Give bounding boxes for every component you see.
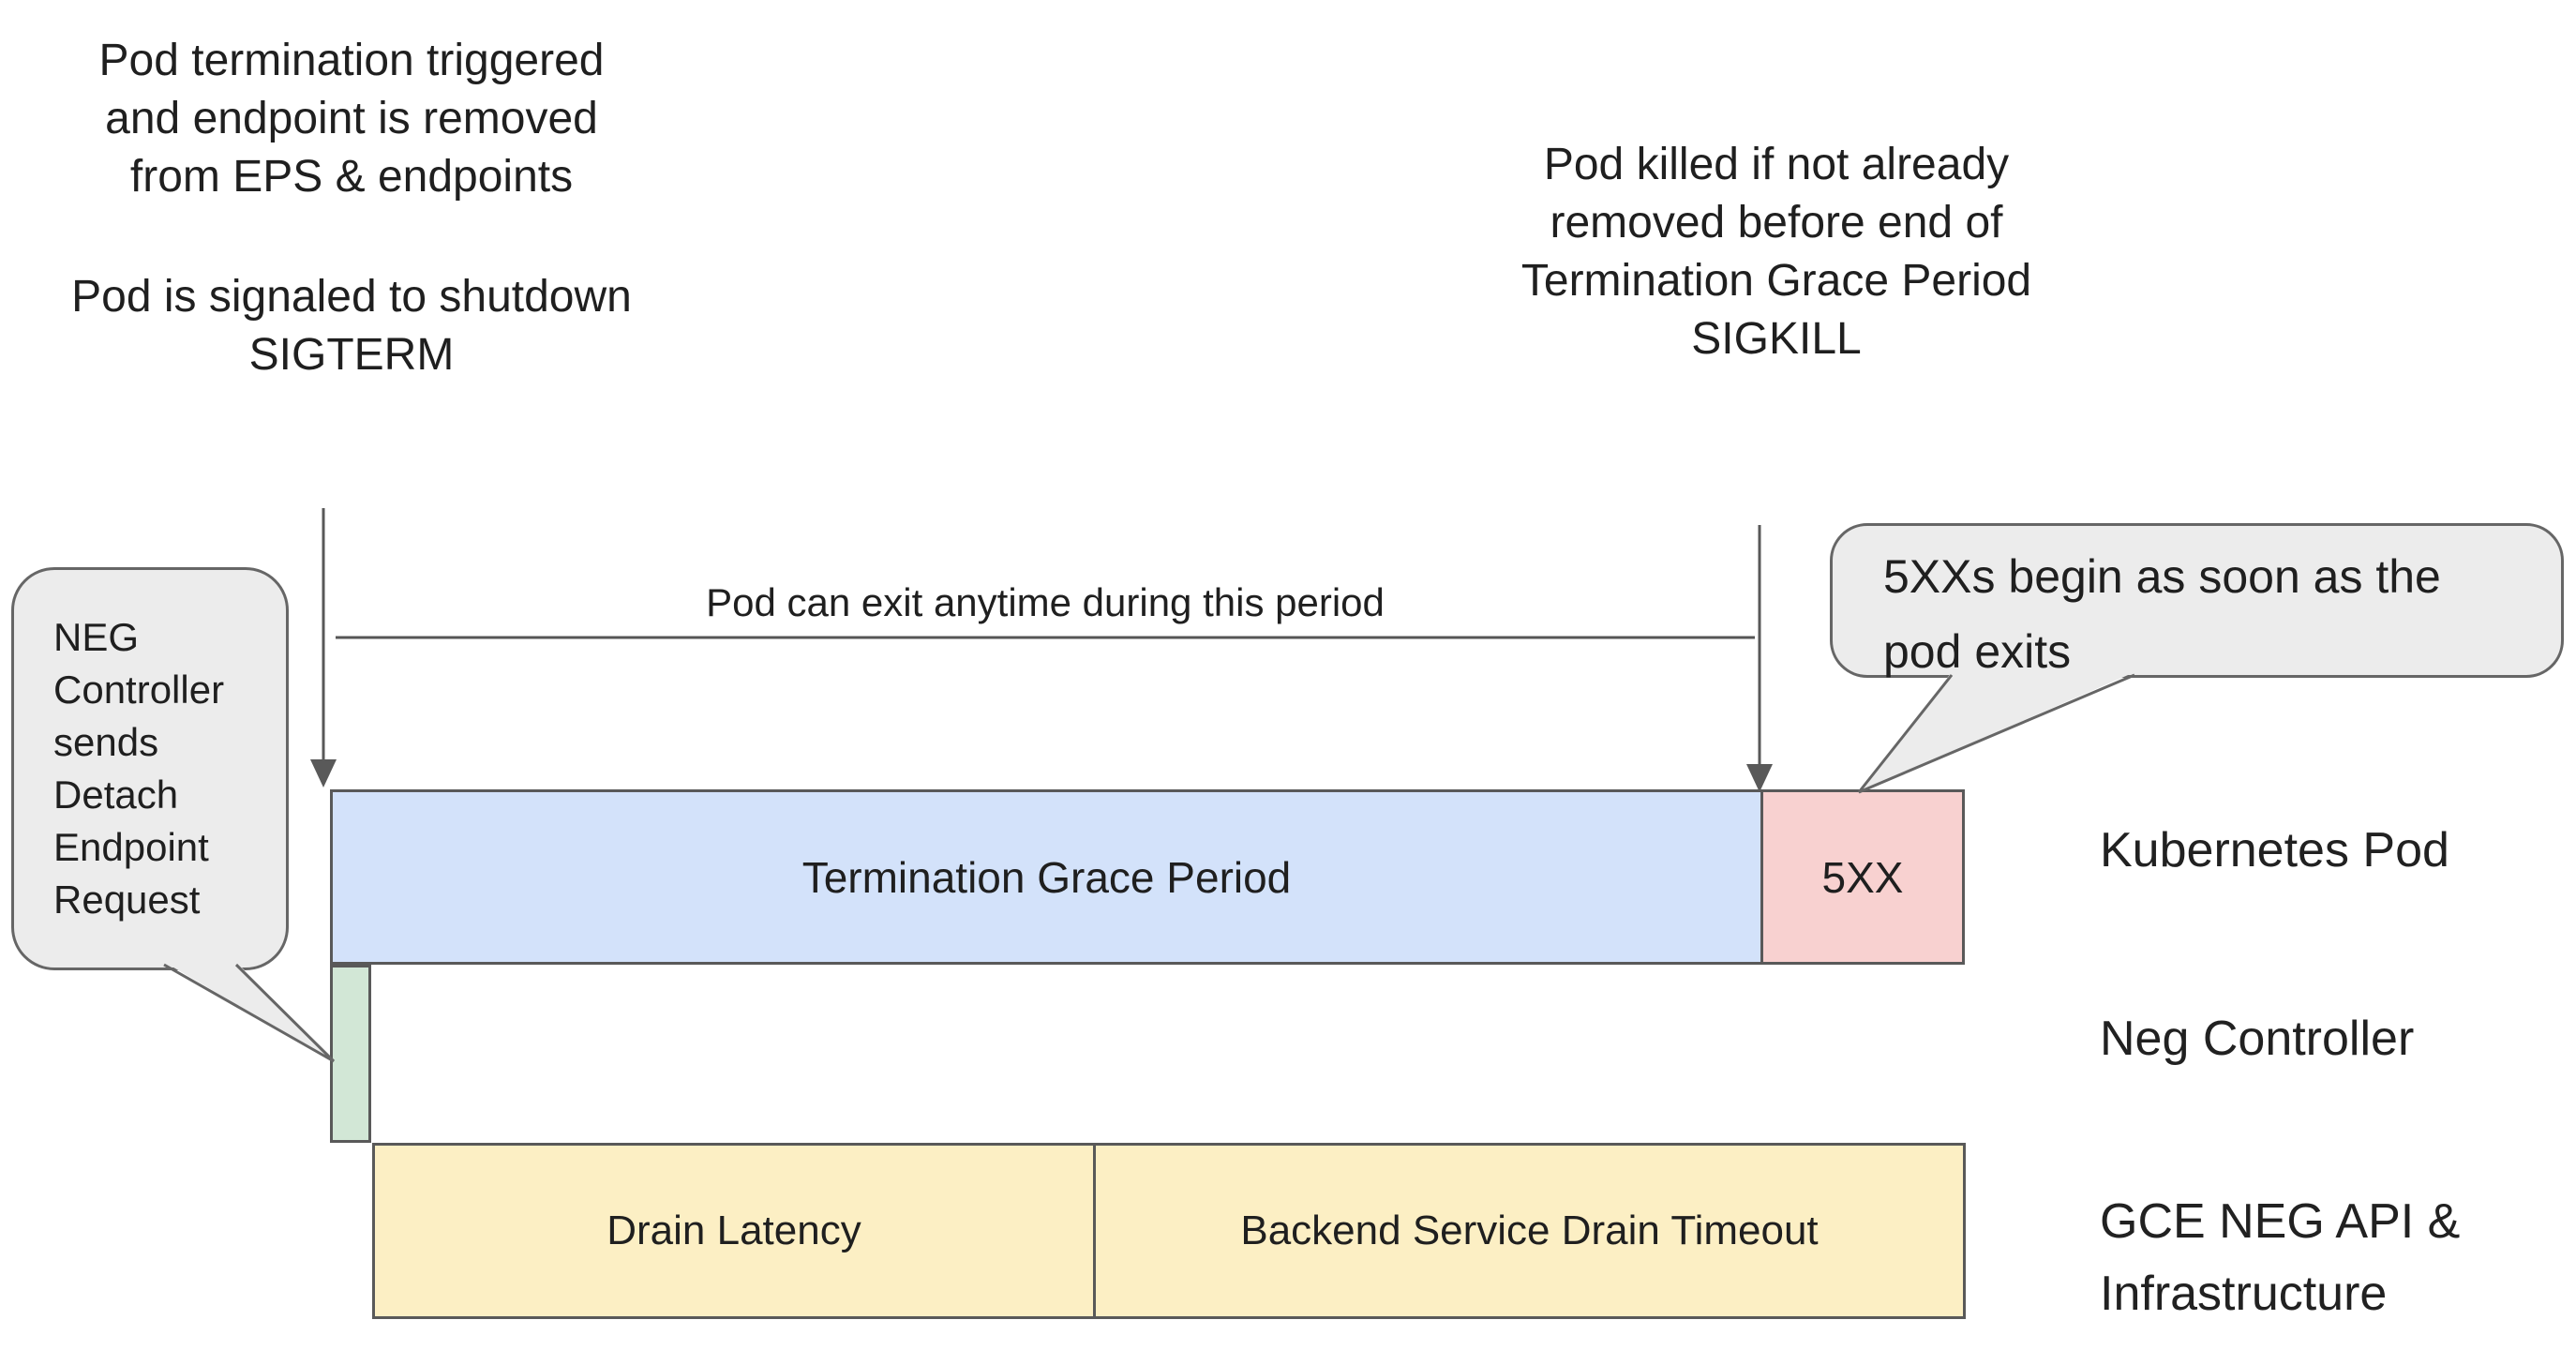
- annotation-pod-killed-sigkill: Pod killed if not already removed before…: [1401, 136, 2151, 368]
- annotation-line: SIGTERM: [248, 330, 455, 380]
- callout-line: 5XXs begin as soon as the: [1883, 550, 2441, 603]
- right-callout-tail-outline: [1857, 673, 2135, 794]
- drain-latency-label: Drain Latency: [607, 1208, 861, 1253]
- callout-neg-controller-detach: NEG Controller sends Detach Endpoint Req…: [11, 567, 289, 970]
- row-label-line: GCE NEG API &: [2100, 1194, 2461, 1249]
- callout-line: NEG: [53, 615, 140, 659]
- 5xx-label: 5XX: [1821, 852, 1904, 902]
- callout-line: pod exits: [1883, 625, 2072, 678]
- annotation-line: Pod termination triggered: [98, 36, 605, 85]
- right-callout-tail: [1859, 672, 2134, 792]
- neg-controller-bar: [330, 965, 371, 1143]
- annotation-paragraph: Pod termination triggered and endpoint i…: [23, 32, 680, 206]
- left-callout-tail-outline: [163, 963, 336, 1063]
- annotation-line: Pod killed if not already: [1543, 140, 2010, 189]
- sigterm-arrowhead-icon: [310, 759, 337, 788]
- 5xx-bar: 5XX: [1760, 789, 1965, 965]
- callout-line: Detach: [53, 772, 179, 817]
- annotation-line: SIGKILL: [1691, 314, 1862, 364]
- sigkill-arrowhead-icon: [1746, 764, 1773, 792]
- drain-latency-bar: Drain Latency: [372, 1143, 1096, 1319]
- annotation-line: and endpoint is removed: [105, 94, 598, 143]
- annotation-line: Pod is signaled to shutdown: [71, 272, 632, 322]
- row-label-kubernetes-pod: Kubernetes Pod: [2100, 823, 2449, 878]
- left-callout-tail: [164, 962, 334, 1061]
- backend-service-drain-timeout-label: Backend Service Drain Timeout: [1240, 1208, 1819, 1253]
- row-label-gce-neg-api: GCE NEG API & Infrastructure: [2100, 1186, 2550, 1330]
- row-label-neg-controller: Neg Controller: [2100, 1012, 2415, 1066]
- callout-line: Endpoint: [53, 825, 209, 869]
- termination-grace-period-bar: Termination Grace Period: [330, 789, 1763, 965]
- callout-line: sends: [53, 720, 159, 764]
- exit-period-label: Pod can exit anytime during this period: [706, 580, 1385, 624]
- callout-line: Request: [53, 878, 201, 922]
- callout-line: Controller: [53, 668, 225, 712]
- annotation-line: removed before end of: [1550, 198, 2003, 248]
- annotation-line: from EPS & endpoints: [129, 152, 574, 202]
- annotation-line: Termination Grace Period: [1520, 256, 2032, 306]
- backend-service-drain-timeout-bar: Backend Service Drain Timeout: [1093, 1143, 1966, 1319]
- annotation-pod-termination-triggered: Pod termination triggered and endpoint i…: [23, 32, 680, 384]
- annotation-paragraph: Pod is signaled to shutdown SIGTERM: [23, 268, 680, 384]
- termination-grace-period-label: Termination Grace Period: [801, 852, 1292, 902]
- row-label-line: Infrastructure: [2100, 1267, 2388, 1321]
- callout-5xx-begin: 5XXs begin as soon as the pod exits: [1830, 523, 2564, 678]
